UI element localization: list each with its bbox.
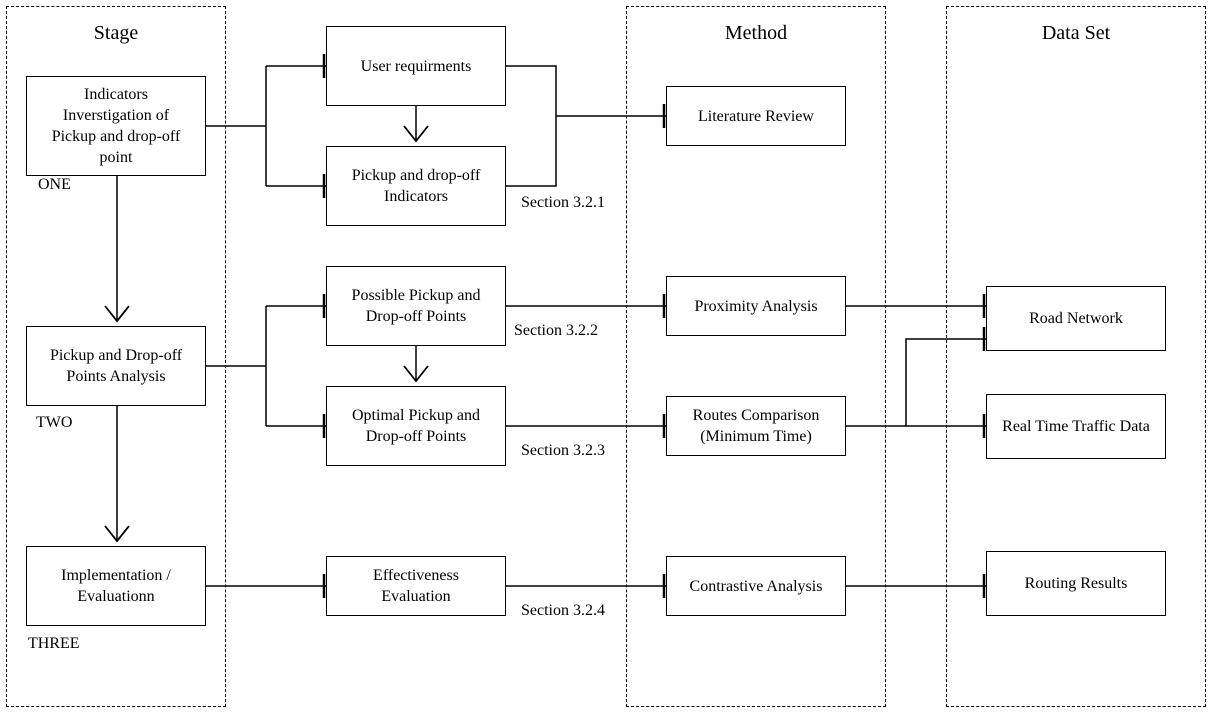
- proximity-analysis-box: Proximity Analysis: [666, 276, 846, 336]
- section-label-4: Section 3.2.4: [521, 602, 605, 619]
- contrastive-analysis-box: Contrastive Analysis: [666, 556, 846, 616]
- dataset-lane: Data Set: [946, 6, 1206, 707]
- stage-two-label: TWO: [36, 414, 73, 431]
- routing-results-box: Routing Results: [986, 551, 1166, 616]
- dataset-lane-title: Data Set: [1041, 22, 1111, 44]
- stage-lane: Stage: [6, 6, 226, 707]
- stage-lane-title: Stage: [93, 22, 139, 44]
- stage-one-box: Indicators Inverstigation of Pickup and …: [26, 76, 206, 176]
- method-lane-title: Method: [724, 22, 788, 44]
- literature-review-box: Literature Review: [666, 86, 846, 146]
- road-network-box: Road Network: [986, 286, 1166, 351]
- routes-comparison-box: Routes Comparison (Minimum Time): [666, 396, 846, 456]
- possible-points-box: Possible Pickup and Drop-off Points: [326, 266, 506, 346]
- stage-three-box: Implementation / Evaluationn: [26, 546, 206, 626]
- stage-one-label: ONE: [38, 176, 71, 193]
- indicators-box: Pickup and drop-off Indicators: [326, 146, 506, 226]
- method-lane: Method: [626, 6, 886, 707]
- user-requirements-box: User requirments: [326, 26, 506, 106]
- section-label-2: Section 3.2.2: [514, 322, 598, 339]
- stage-two-box: Pickup and Drop-off Points Analysis: [26, 326, 206, 406]
- stage-three-label: THREE: [28, 635, 80, 652]
- optimal-points-box: Optimal Pickup and Drop-off Points: [326, 386, 506, 466]
- effectiveness-box: Effectiveness Evaluation: [326, 556, 506, 616]
- section-label-1: Section 3.2.1: [521, 194, 605, 211]
- section-label-3: Section 3.2.3: [521, 442, 605, 459]
- real-time-traffic-box: Real Time Traffic Data: [986, 394, 1166, 459]
